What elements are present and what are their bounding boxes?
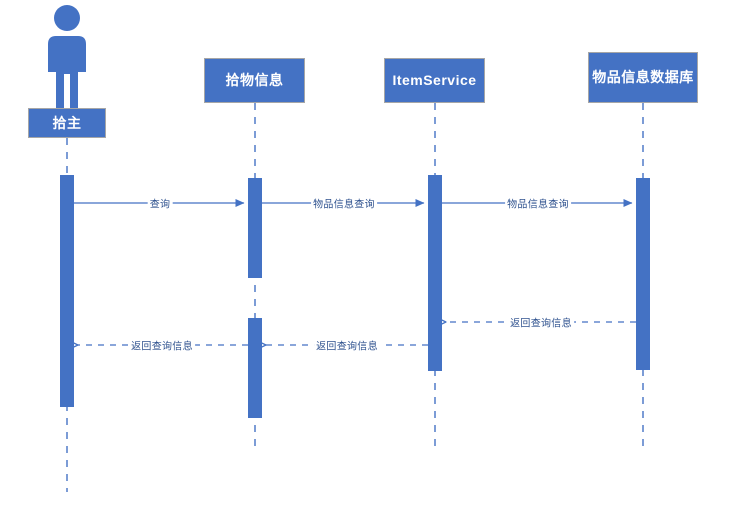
activation-bar-found-item-info-1: [248, 178, 262, 278]
message-label-return-info-1: 返回查询信息: [508, 314, 574, 330]
message-label-item-info-query-1: 物品信息查询: [311, 195, 377, 211]
actor-icon-finder: [48, 5, 86, 120]
participant-box-finder[interactable]: 拾主: [28, 108, 106, 138]
message-label-return-info-3: 返回查询信息: [129, 337, 195, 353]
message-label-query: 查询: [147, 195, 173, 211]
participant-label-item-service: ItemService: [392, 72, 477, 88]
activation-bar-item-service: [428, 175, 442, 371]
message-label-return-info-2: 返回查询信息: [314, 337, 380, 353]
activation-bar-item-info-db: [636, 178, 650, 370]
message-label-item-info-query-2: 物品信息查询: [505, 195, 571, 211]
activation-bar-finder: [60, 175, 74, 407]
participant-label-finder: 拾主: [52, 114, 82, 131]
participant-box-found-item-info[interactable]: 拾物信息: [204, 58, 305, 103]
participant-box-item-service[interactable]: ItemService: [384, 58, 485, 103]
participant-box-item-info-db[interactable]: 物品信息数据库: [588, 52, 698, 103]
participant-label-item-info-db: 物品信息数据库: [592, 69, 694, 85]
participant-label-found-item-info: 拾物信息: [225, 72, 284, 88]
activation-bar-found-item-info-2: [248, 318, 262, 418]
